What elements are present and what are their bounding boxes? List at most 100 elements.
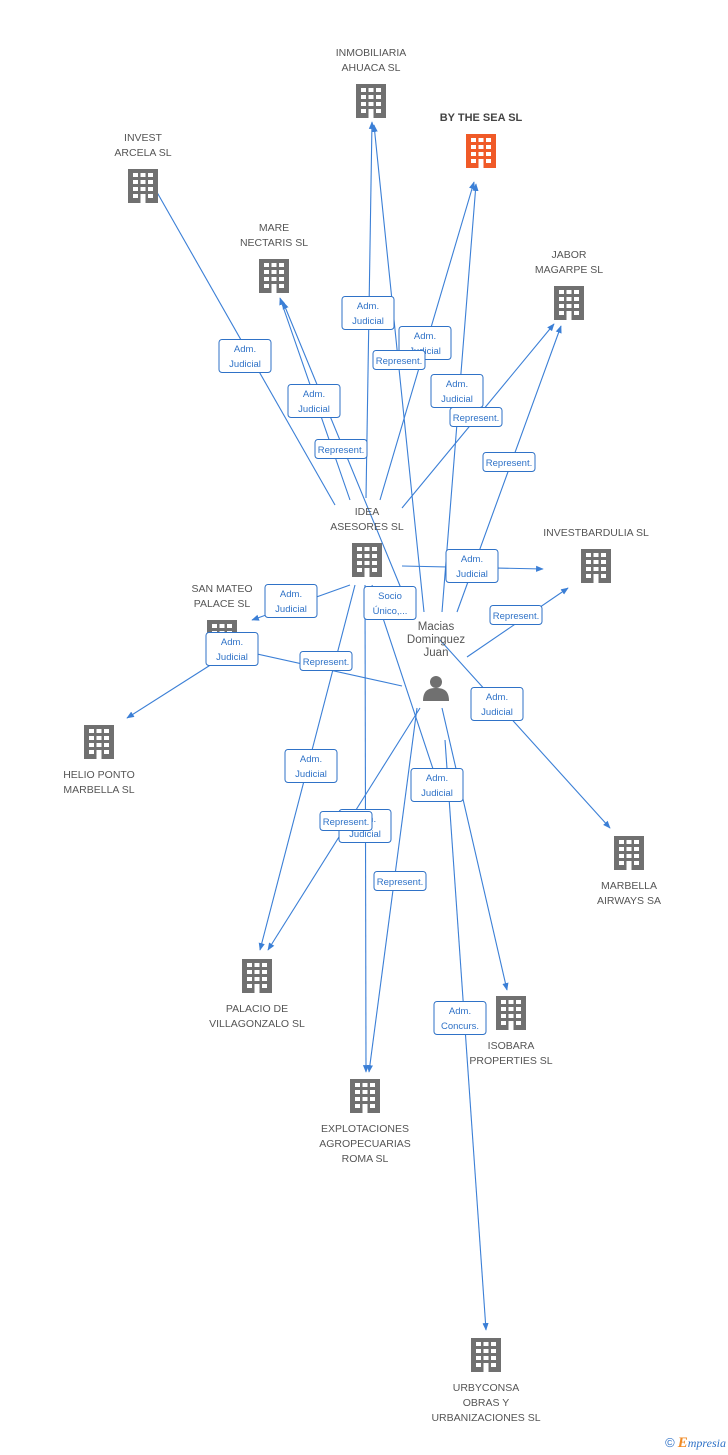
node-label: HELIO PONTO: [63, 769, 135, 781]
relation-text: Judicial: [229, 359, 261, 370]
relation-text: Judicial: [352, 316, 384, 327]
node-bythesea[interactable]: BY THE SEA SL: [440, 112, 523, 168]
relation-label[interactable]: Represent.: [449, 407, 503, 427]
relation-label[interactable]: Adm.Judicial: [264, 584, 318, 618]
relation-text: Represent.: [493, 611, 539, 622]
relation-text: Adm.: [414, 331, 436, 342]
relation-text: Adm.: [446, 379, 468, 390]
relation-box: [372, 350, 426, 370]
relation-box: [482, 452, 536, 472]
node-helio[interactable]: HELIO PONTO MARBELLA SL: [63, 725, 135, 796]
relation-box: [445, 549, 499, 583]
node-label: INVESTBARDULIA SL: [543, 527, 649, 539]
relation-box: [319, 811, 373, 831]
node-label: INVEST: [124, 132, 163, 144]
brand-initial: E: [677, 1435, 688, 1451]
empresia-watermark: ©Empresia: [665, 1435, 726, 1452]
relation-box: [341, 296, 395, 330]
relation-label[interactable]: Adm.Judicial: [341, 296, 395, 330]
building-icon: [259, 259, 289, 293]
relation-text: Adm.: [221, 637, 243, 648]
node-label: OBRAS Y: [463, 1397, 510, 1409]
relation-text: Concurs.: [441, 1021, 479, 1032]
relation-text: Adm.: [303, 389, 325, 400]
relation-text: Adm.: [426, 773, 448, 784]
relation-label[interactable]: Adm. Judicial: [287, 384, 341, 418]
relation-label[interactable]: Represent.: [299, 651, 353, 671]
relation-text: Adm.: [486, 692, 508, 703]
building-icon: [352, 543, 382, 577]
relation-text: Judicial: [349, 829, 381, 840]
relation-label[interactable]: Represent.: [314, 439, 368, 459]
relation-box: [373, 871, 427, 891]
node-label: BY THE SEA SL: [440, 112, 523, 124]
building-icon: [614, 836, 644, 870]
relation-text: Adm.: [449, 1006, 471, 1017]
building-icon: [466, 134, 496, 168]
building-icon: [242, 959, 272, 993]
node-label: IDEA: [355, 506, 380, 518]
relation-label[interactable]: Represent.: [373, 871, 427, 891]
relation-box: [449, 407, 503, 427]
building-icon: [128, 169, 158, 203]
person-icon: [423, 676, 449, 701]
brand-rest: mpresia: [687, 1436, 726, 1450]
relation-text: Judicial: [295, 769, 327, 780]
node-investbardulia[interactable]: INVESTBARDULIA SL: [543, 527, 649, 583]
relation-box: [433, 1001, 487, 1035]
relation-text: Represent.: [453, 413, 499, 424]
relation-text: Judicial: [298, 404, 330, 415]
node-sanmateo[interactable]: SAN MATEO PALACE SL: [191, 583, 253, 654]
relation-label[interactable]: Adm.Judicial: [430, 374, 484, 408]
relation-label[interactable]: Represent.: [482, 452, 536, 472]
relation-label[interactable]: SocioÚnico,...: [363, 586, 417, 620]
relation-label[interactable]: Adm. Judicial: [284, 749, 338, 783]
relation-text: Adm.: [234, 344, 256, 355]
relation-text: Adm.: [461, 554, 483, 565]
relation-box: [287, 384, 341, 418]
relation-box: [470, 687, 524, 721]
relation-text: Adm.: [300, 754, 322, 765]
node-label: SAN MATEO: [191, 583, 252, 595]
relation-label[interactable]: Adm. Concurs.: [433, 1001, 487, 1035]
node-label: MARBELLA SL: [63, 784, 134, 796]
relation-box: [489, 605, 543, 625]
relation-box: [264, 584, 318, 618]
relation-label[interactable]: Adm.Judicial: [445, 549, 499, 583]
relation-text: Socio: [378, 591, 402, 602]
relation-text: Represent.: [318, 445, 364, 456]
node-label: PALACE SL: [194, 598, 251, 610]
node-label: PALACIO DE: [226, 1003, 288, 1015]
node-label: URBANIZACIONES SL: [431, 1412, 540, 1424]
building-icon: [84, 725, 114, 759]
relation-label[interactable]: Adm.Judicial: [410, 768, 464, 802]
relation-label[interactable]: Adm. Judicial: [218, 339, 272, 373]
building-icon: [554, 286, 584, 320]
node-label: AGROPECUARIAS: [319, 1138, 411, 1150]
relation-text: Represent.: [376, 356, 422, 367]
relation-label[interactable]: Represent.: [319, 811, 373, 831]
relation-label[interactable]: Adm.Judicial: [470, 687, 524, 721]
relation-box: [218, 339, 272, 373]
node-label: NECTARIS SL: [240, 237, 308, 249]
relation-label[interactable]: Adm.Judicial: [205, 632, 259, 666]
building-icon: [471, 1338, 501, 1372]
building-icon: [581, 549, 611, 583]
relation-label[interactable]: Represent.: [372, 350, 426, 370]
relation-box: [205, 632, 259, 666]
relation-text: Represent.: [486, 458, 532, 469]
relation-label[interactable]: Represent.: [489, 605, 543, 625]
